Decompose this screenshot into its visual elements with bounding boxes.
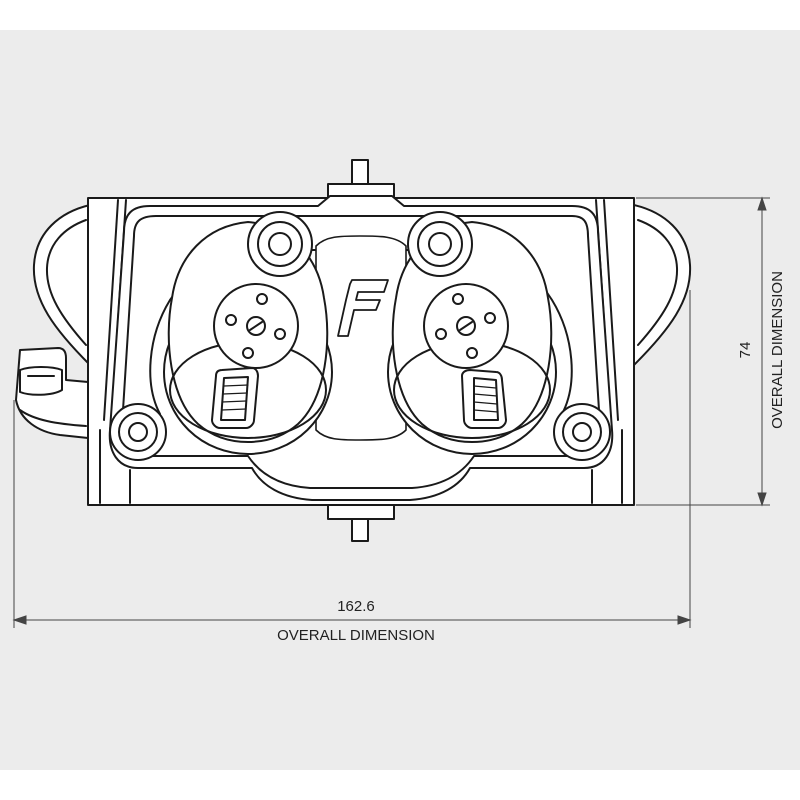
height-dimension [636, 196, 770, 507]
product-outline [15, 159, 692, 542]
left-terminal [213, 283, 299, 369]
left-ear [32, 204, 91, 366]
left-ear-inner [45, 219, 87, 346]
width-dimension [12, 290, 692, 628]
right-ear [633, 204, 692, 366]
width-label: OVERALL DIMENSION [277, 627, 435, 644]
width-value: 162.6 [337, 598, 375, 615]
left-clip-lower [19, 409, 87, 427]
width-arrow-left [12, 615, 27, 625]
left-lower-boss [109, 403, 167, 461]
width-arrow-right [677, 615, 692, 625]
left-rail-bottom [99, 429, 131, 504]
bottom-tab [327, 504, 395, 520]
height-value: 74 [737, 342, 754, 359]
right-rail-bottom [591, 429, 623, 504]
right-grip [461, 369, 507, 429]
height-arrow-top [757, 196, 767, 211]
right-ear-inner [637, 219, 679, 346]
left-grip [211, 367, 259, 429]
height-label: OVERALL DIMENSION [769, 271, 786, 429]
right-lower-boss [553, 403, 611, 461]
right-upper-boss [407, 211, 473, 277]
top-pin [351, 159, 369, 185]
height-arrow-bottom [757, 492, 767, 507]
brand-logo [337, 279, 389, 337]
right-terminal [423, 283, 509, 369]
left-upper-boss [247, 211, 313, 277]
left-clip-face [19, 366, 63, 396]
bottom-pin [351, 518, 369, 542]
